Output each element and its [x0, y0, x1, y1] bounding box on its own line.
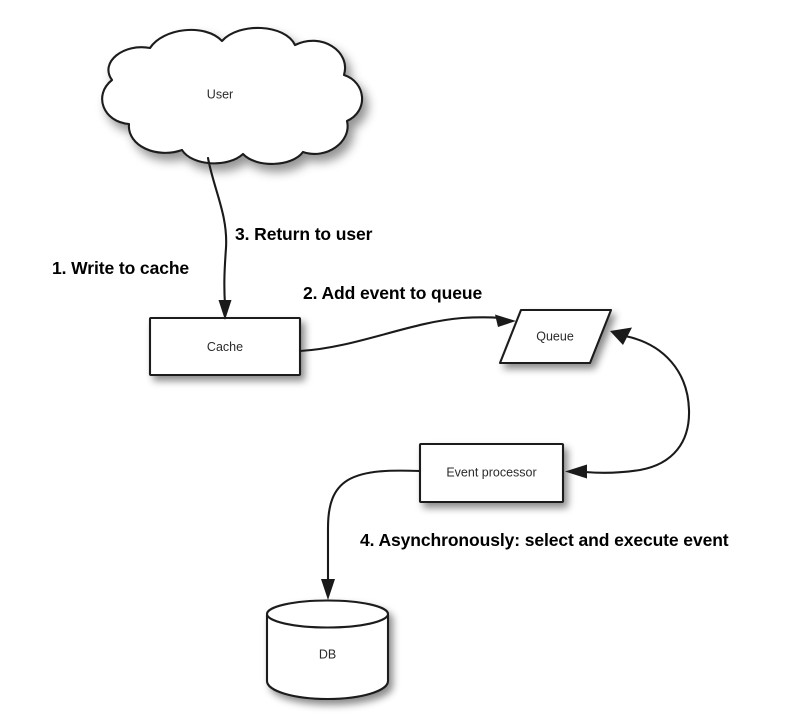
node-event-processor[interactable]: Event processor — [418, 442, 565, 504]
node-label-user: User — [207, 87, 233, 101]
arrowhead-loop-to-queue — [610, 327, 632, 345]
node-user[interactable]: User — [101, 26, 364, 165]
node-db[interactable]: DB — [265, 599, 390, 701]
step-label-2: 2. Add event to queue — [303, 283, 483, 303]
edge-processor-to-db — [321, 469, 422, 600]
edge-queue-processor-loop — [565, 327, 691, 479]
node-label-event-processor: Event processor — [446, 465, 536, 479]
node-label-cache: Cache — [207, 340, 243, 354]
arrowhead-loop-to-event-processor — [565, 464, 587, 479]
edge-cache-to-queue — [298, 314, 516, 353]
arrowhead-processor-to-db — [321, 579, 335, 600]
node-label-queue: Queue — [536, 329, 574, 343]
arrowhead-user-to-cache — [218, 300, 232, 320]
node-queue[interactable]: Queue — [498, 308, 613, 365]
node-label-db: DB — [319, 647, 336, 661]
edge-user-to-cache — [206, 156, 232, 320]
step-label-4: 4. Asynchronously: select and execute ev… — [360, 530, 729, 550]
arrowhead-cache-to-queue — [495, 314, 516, 327]
step-label-3: 3. Return to user — [235, 224, 373, 244]
node-cache[interactable]: Cache — [148, 316, 302, 377]
step-label-1: 1. Write to cache — [52, 258, 190, 278]
